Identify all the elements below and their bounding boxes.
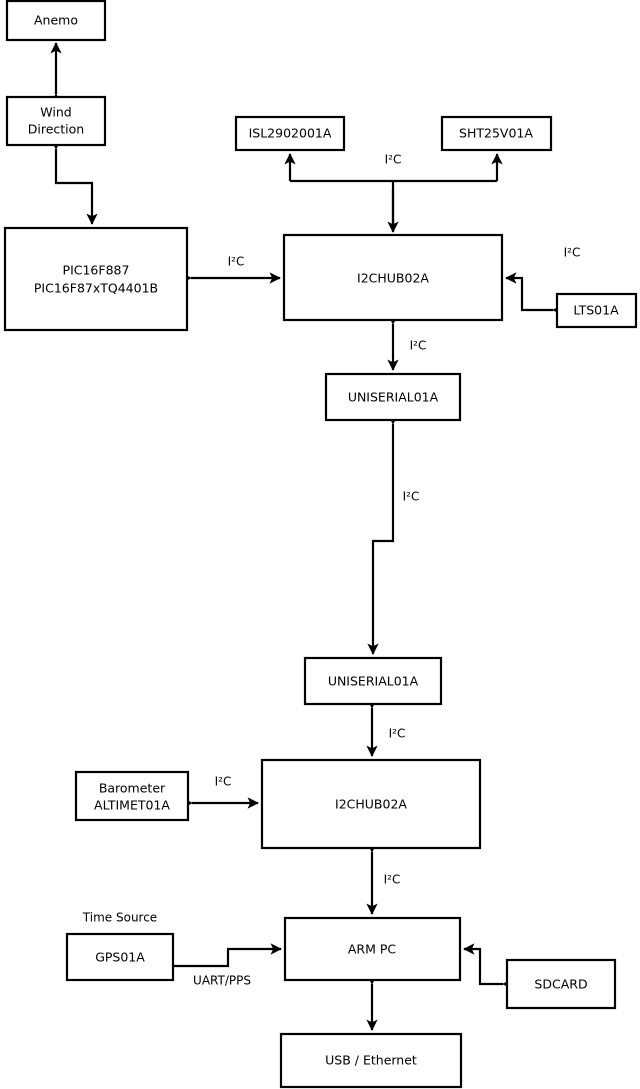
node-isl2902001a[interactable]: ISL2902001A (234, 115, 346, 152)
connection-wind-pic (50, 138, 98, 225)
node-uniserial01a-bottom-label: UNISERIAL01A (328, 674, 419, 689)
edge-label-hub-armpc: I²C (384, 873, 401, 887)
node-sdcard[interactable]: SDCARD (505, 958, 617, 1010)
edge-label-gps-armpc: UART/PPS (193, 974, 251, 988)
node-gps01a[interactable]: GPS01A (65, 932, 175, 982)
node-sht25v01a[interactable]: SHT25V01A (440, 115, 553, 152)
edge-label-hub-lts: I²C (564, 246, 581, 260)
edge-label-pic-hub: I²C (228, 255, 245, 269)
connection-uniserial-top-bottom (367, 413, 399, 655)
node-pic-microcontroller[interactable]: PIC16F887 PIC16F87xTQ4401B (3, 226, 189, 332)
node-i2chub02a-bottom-label: I2CHUB02A (335, 797, 407, 812)
node-anemo-label: Anemo (34, 13, 78, 28)
edge-label-hub-sensors: I²C (385, 153, 402, 167)
edge-label-uniserial-hub-bottom: I²C (389, 727, 406, 741)
connection-gps-armpc (173, 943, 282, 968)
node-barometer[interactable]: Barometer ALTIMET01A (74, 770, 190, 822)
node-arm-pc-label: ARM PC (348, 942, 397, 957)
edge-label-uniserial-uniserial: I²C (403, 490, 420, 504)
connection-hub-top-sensors (284, 153, 503, 233)
connection-armpc-sdcard (463, 943, 514, 990)
node-uniserial01a-top-label: UNISERIAL01A (348, 390, 439, 405)
node-i2chub02a-bottom[interactable]: I2CHUB02A (260, 758, 482, 850)
node-wind-direction[interactable]: Wind Direction (5, 95, 107, 147)
node-anemo[interactable]: Anemo (5, 0, 107, 42)
node-i2chub02a-top[interactable]: I2CHUB02A (282, 233, 504, 322)
node-uniserial01a-bottom[interactable]: UNISERIAL01A (303, 656, 443, 706)
node-sdcard-label: SDCARD (534, 977, 587, 992)
node-sht25v01a-label: SHT25V01A (459, 126, 533, 141)
edge-label-barometer-hub: I²C (215, 775, 232, 789)
edge-label-hub-uniserial: I²C (410, 339, 427, 353)
node-i2chub02a-top-label: I2CHUB02A (357, 271, 429, 286)
node-wind-direction-label-line2: Direction (28, 122, 84, 137)
node-arm-pc[interactable]: ARM PC (283, 916, 462, 982)
node-uniserial01a-top[interactable]: UNISERIAL01A (324, 372, 462, 422)
node-gps01a-label: GPS01A (95, 950, 145, 965)
node-barometer-label-line1: Barometer (99, 781, 166, 796)
label-time-source: Time Source (82, 911, 157, 925)
node-wind-direction-label-line1: Wind (40, 105, 71, 120)
node-lts01a-label: LTS01A (573, 303, 619, 318)
node-barometer-label-line2: ALTIMET01A (94, 798, 170, 813)
node-isl2902001a-label: ISL2902001A (249, 126, 332, 141)
node-usb-ethernet-label: USB / Ethernet (325, 1053, 417, 1068)
node-pic-label-line2: PIC16F87xTQ4401B (34, 281, 158, 296)
connection-hub-top-lts (505, 272, 564, 316)
node-pic-label-line1: PIC16F887 (63, 263, 130, 278)
node-lts01a[interactable]: LTS01A (555, 292, 638, 329)
node-usb-ethernet[interactable]: USB / Ethernet (279, 1032, 463, 1089)
